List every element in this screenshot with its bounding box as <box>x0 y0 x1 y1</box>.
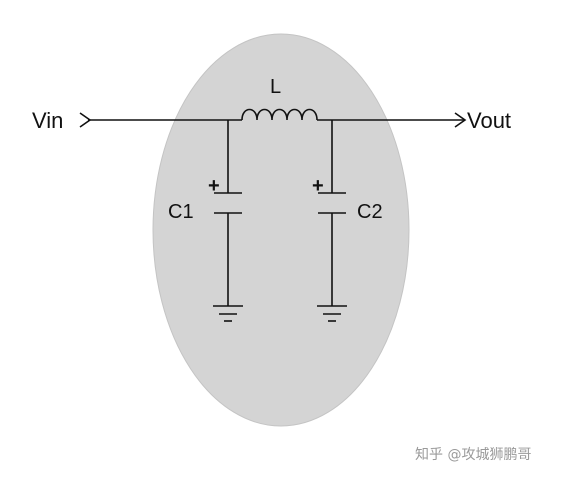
inductor-label: L <box>270 76 281 98</box>
ground-symbol-c1 <box>213 305 243 322</box>
c1-label: C1 <box>168 201 194 223</box>
vin-label: Vin <box>32 108 63 133</box>
capacitor-c1 <box>214 120 242 306</box>
background-ellipse <box>152 33 410 427</box>
vout-label: Vout <box>467 108 511 133</box>
watermark: 知乎 @攻城狮鹏哥 <box>415 446 531 463</box>
c2-label: C2 <box>357 201 383 223</box>
inductor-coil <box>241 108 318 121</box>
c2-plus-sign: + <box>312 175 324 197</box>
c1-plus-sign: + <box>208 175 220 197</box>
capacitor-c2 <box>318 120 346 306</box>
output-arrow <box>454 112 467 128</box>
ground-symbol-c2 <box>317 305 347 322</box>
